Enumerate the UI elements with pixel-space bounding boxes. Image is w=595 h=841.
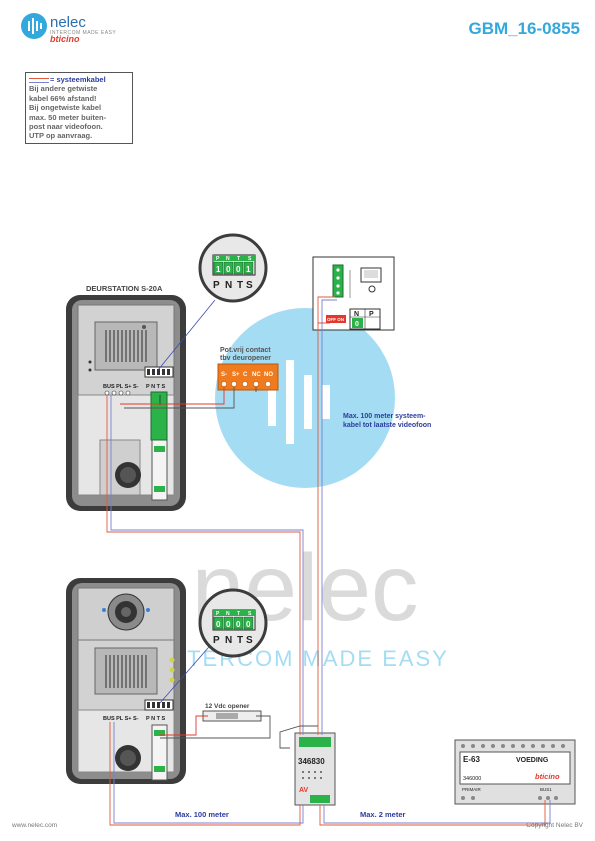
footer-copyright: Copyright Nelec BV (526, 822, 583, 829)
dip-switch-zoom-top: P N T S 1 0 0 1 P N T S (157, 233, 268, 371)
terminals-right-label: P N T S (146, 384, 165, 390)
zoom-top-label: P (213, 280, 220, 291)
footer-website: www.nelec.com (12, 822, 58, 829)
monitor-switch-label: OFF ON (327, 317, 344, 322)
relay-terminal: NO (264, 372, 273, 378)
opener-label: 12 Vdc opener (205, 703, 250, 710)
zoom-bottom-value: 0 (246, 620, 251, 629)
zoom-bottom-header: P (216, 611, 220, 617)
zoom-bottom-header: T (237, 611, 240, 617)
power-bus-label: BUS1 (540, 787, 552, 792)
zoom-top-value: 1 (216, 265, 221, 274)
note-line: UTP op aanvraag. (29, 131, 93, 141)
door-opener-12v: 12 Vdc opener (202, 703, 262, 722)
zoom-top-header: T (237, 256, 240, 262)
note-line: post naar videofoon. (29, 122, 103, 132)
relay-label-line2: tbv deuropener (220, 355, 271, 362)
wiring (106, 296, 551, 826)
zoom-bottom-value: 0 (216, 620, 221, 629)
module-code: 346830 (298, 757, 325, 766)
max-2-label: Max. 2 meter (360, 810, 406, 819)
door-station-top: DEURSTATION S-20A BUS PL S+ S- P N T S (66, 284, 186, 511)
zoom-top-header: P (216, 256, 220, 262)
zoom-bottom-label: N (225, 635, 232, 646)
monitor-np-label: P (369, 311, 374, 318)
note-line: Bij ongetwiste kabel (29, 103, 102, 113)
dip-switch-zoom-bottom: P N T S 0 0 0 0 P N T S (159, 588, 268, 704)
zoom-bottom-label: T (237, 635, 243, 646)
zoom-bottom-value: 0 (236, 620, 241, 629)
zoom-top-label: S (246, 280, 253, 291)
nelec-logo-icon (21, 13, 47, 39)
power-primair-label: PRIMAIR (462, 787, 482, 792)
zoom-bottom-header: N (226, 611, 230, 617)
module-tag: AV (299, 787, 309, 794)
logo-subtitle: INTERCOM MADE EASY (50, 30, 117, 36)
zoom-bottom-header: S (248, 611, 252, 617)
zoom-top-header: S (248, 256, 252, 262)
module-346830: 346830 AV (294, 732, 336, 806)
potential-free-relay: Pot.vrij contact tbv deuropener S- S+ C … (217, 347, 279, 391)
power-code: 346000 (463, 776, 481, 782)
note-line: kabel 66% afstand! (29, 93, 97, 103)
zoom-top-label: T (237, 280, 243, 291)
logo-brand: bticino (50, 34, 80, 44)
note-line: Bij andere getwiste (29, 84, 98, 94)
terminals-left-label: BUS PL S+ S- (103, 716, 139, 722)
door-station-title: DEURSTATION S-20A (86, 284, 163, 293)
terminals-left-label: BUS PL S+ S- (103, 384, 139, 390)
max-100-system-label-line2: kabel tot laatste videofoon (343, 422, 431, 429)
document-code: GBM_16-0855 (468, 19, 580, 38)
zoom-bottom-value: 0 (226, 620, 231, 629)
zoom-top-value: 0 (226, 265, 231, 274)
door-station-bottom: BUS PL S+ S- P N T S (66, 578, 186, 784)
terminals-right-label: P N T S (146, 716, 165, 722)
zoom-bottom-label: P (213, 635, 220, 646)
zoom-bottom-label: S (246, 635, 253, 646)
zoom-top-label: N (225, 280, 232, 291)
video-monitor: OFF ON N P 0 (312, 256, 395, 331)
zoom-top-value: 0 (236, 265, 241, 274)
relay-label-line1: Pot.vrij contact (220, 347, 271, 354)
relay-terminal: S+ (232, 372, 240, 378)
power-model: E-63 (463, 755, 480, 764)
max-100-label: Max. 100 meter (175, 810, 229, 819)
power-name: VOEDING (516, 757, 549, 764)
relay-terminal: NC (252, 372, 261, 378)
note-title: = systeemkabel (50, 75, 106, 84)
cable-note: = systeemkabel Bij andere getwiste kabel… (25, 72, 133, 144)
watermark-tagline: INTERCOM MADE EASY (161, 646, 449, 671)
zoom-top-value: 1 (246, 265, 251, 274)
monitor-np-value: 0 (355, 321, 359, 328)
relay-terminal: C (243, 372, 248, 378)
power-supply-e63: E-63 VOEDING bticino 346000 PRIMAIR BUS1 (454, 739, 576, 805)
logo-text: nelec (50, 14, 86, 31)
note-line: max. 50 meter buiten- (29, 112, 107, 122)
relay-terminal: S- (221, 372, 227, 378)
system-cable-legend-icon (29, 77, 49, 83)
monitor-np-label: N (354, 311, 359, 318)
power-brand: bticino (535, 772, 560, 781)
zoom-top-header: N (226, 256, 230, 262)
max-100-system-label-line1: Max. 100 meter systeem- (343, 413, 426, 420)
